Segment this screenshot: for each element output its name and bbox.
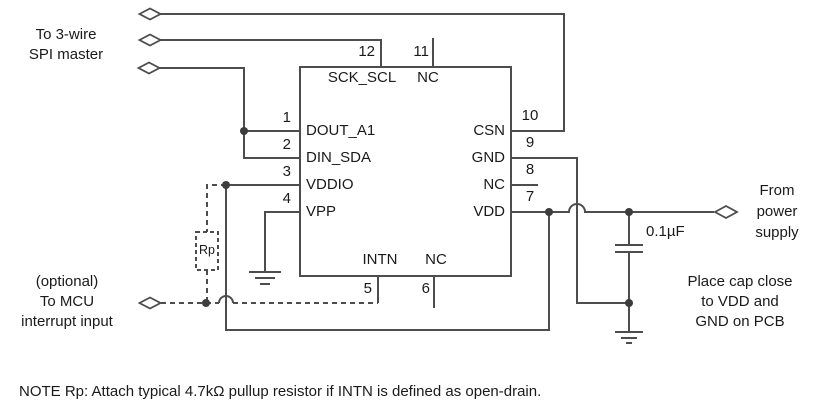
spi-master-line1: To 3-wire — [35, 26, 97, 43]
junction-cap-top — [625, 208, 633, 216]
power-supply-line2: power — [756, 203, 798, 220]
pin-number-8: 8 — [525, 161, 535, 178]
pin-name-csn: CSN — [473, 122, 505, 139]
junction-vdd-link — [545, 208, 553, 216]
pin-number-4: 4 — [282, 190, 291, 207]
wire-gnd — [511, 157, 629, 304]
pin-name-gnd: GND — [471, 149, 505, 166]
pin-number-11: 11 — [413, 43, 429, 60]
ground-symbol-cap — [615, 331, 643, 344]
pullup-resistor-box — [195, 231, 219, 271]
cap-placement-line3: GND on PCB — [695, 313, 785, 330]
junction-cap-bottom — [625, 299, 633, 307]
pin-number-12: 12 — [358, 43, 375, 60]
junction-vddio — [222, 181, 230, 189]
junction-dots — [202, 127, 633, 307]
pin-number-7: 7 — [525, 188, 535, 205]
connector-diamond-power — [713, 204, 739, 220]
connector-diamond-spi-3 — [136, 61, 162, 75]
pin-number-1: 1 — [282, 109, 291, 126]
spi-master-label: To 3-wire SPI master — [8, 25, 124, 65]
ic-body — [299, 66, 512, 277]
pin-name-vdd: VDD — [473, 203, 505, 220]
pin-name-sck-scl: SCK_SCL — [327, 69, 397, 86]
pin-number-2: 2 — [282, 136, 291, 153]
pin-number-9: 9 — [525, 134, 535, 151]
wire-vddio-to-vdd — [225, 185, 550, 331]
connector-diamond-mcu — [137, 296, 163, 310]
pin-name-nc-11: NC — [417, 69, 439, 86]
ground-symbol-vpp — [249, 271, 281, 285]
mcu-interrupt-line3: interrupt input — [21, 313, 113, 330]
pin-name-vpp: VPP — [306, 203, 337, 220]
power-supply-label: From power supply — [739, 180, 815, 243]
note-text: NOTE Rp: Attach typical 4.7kΩ pullup res… — [19, 383, 542, 400]
pin-number-10: 10 — [521, 107, 539, 124]
connector-diamond-spi-1 — [137, 7, 163, 21]
pin-number-6: 6 — [421, 280, 430, 297]
mcu-interrupt-line2: To MCU — [39, 293, 95, 310]
wire-vpp-to-ground — [264, 211, 300, 272]
pin-number-3: 3 — [282, 163, 291, 180]
pin-number-5: 5 — [363, 280, 372, 297]
pin-name-din-sda: DIN_SDA — [306, 149, 372, 166]
capacitor-value-label: 0.1µF — [646, 223, 685, 240]
cap-placement-note: Place cap close to VDD and GND on PCB — [670, 272, 810, 332]
mcu-interrupt-label: (optional) To MCU interrupt input — [4, 272, 130, 332]
junction-intn-pullup — [202, 299, 210, 307]
wire-spi-to-dout-din — [158, 67, 300, 159]
pin-name-intn: INTN — [362, 251, 398, 268]
wire-pullup-dashed — [206, 184, 226, 303]
mcu-interrupt-line1: (optional) — [35, 273, 99, 290]
power-supply-line3: supply — [755, 224, 799, 241]
pullup-resistor-label: Rp — [199, 243, 215, 257]
cap-placement-line2: to VDD and — [701, 293, 779, 310]
spi-master-line2: SPI master — [28, 46, 104, 63]
capacitor-symbol — [615, 212, 643, 332]
wire-spi-sck-to-csn — [160, 13, 565, 132]
pin-name-nc-6: NC — [425, 251, 447, 268]
wire-vdd — [511, 203, 714, 213]
pin-name-dout-a1: DOUT_A1 — [306, 122, 376, 139]
connector-diamond-spi-2 — [137, 33, 163, 47]
pin-name-vddio: VDDIO — [306, 176, 354, 193]
wire-hop-intn — [218, 295, 234, 304]
wire-spi-to-sck-scl — [160, 39, 382, 67]
pin-name-nc-8: NC — [483, 176, 505, 193]
junction-dout-din — [240, 127, 248, 135]
cap-placement-line1: Place cap close — [687, 273, 793, 290]
power-supply-line1: From — [759, 182, 795, 199]
